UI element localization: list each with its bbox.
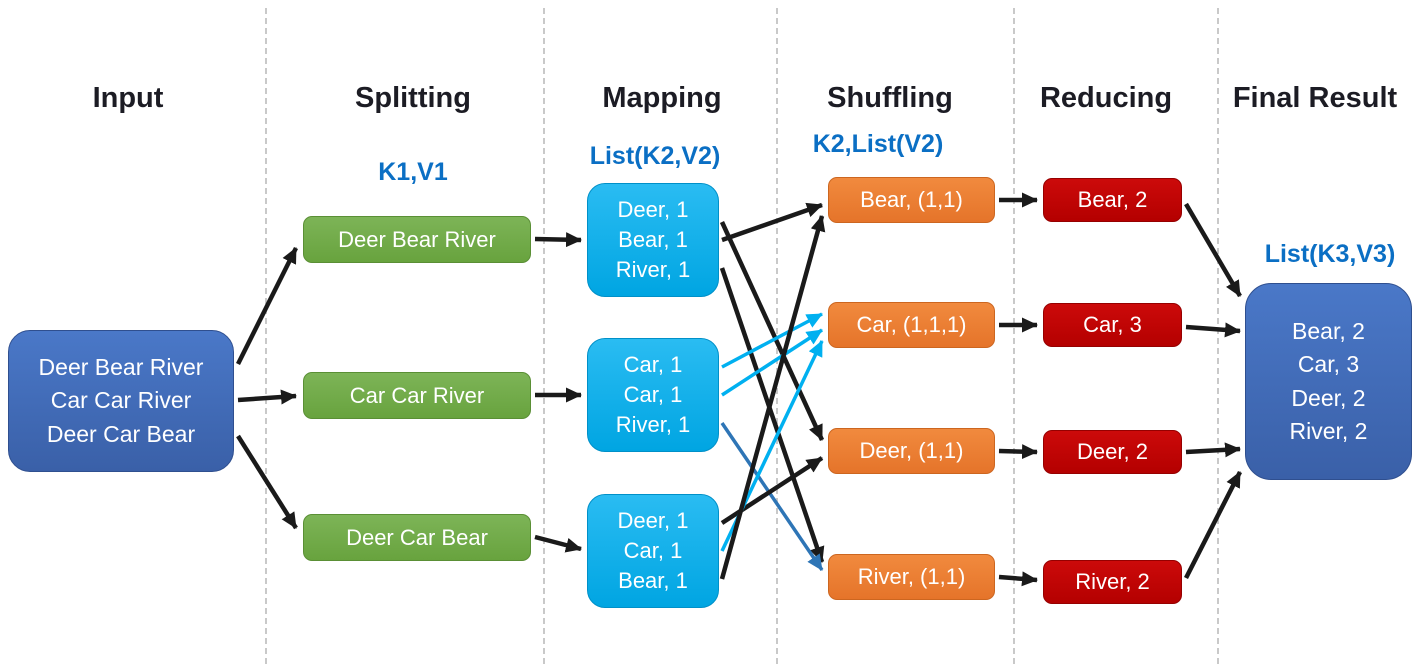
shuffle-box-bear: Bear, (1,1): [828, 177, 995, 223]
map-line: Bear, 1: [618, 227, 688, 253]
shuffle-box-deer: Deer, (1,1): [828, 428, 995, 474]
arrow-input-to-split-1: [235, 246, 299, 366]
final-line: Deer, 2: [1291, 384, 1366, 411]
split-box-1: Deer Bear River: [303, 216, 531, 263]
shuffle-box-car: Car, (1,1,1): [828, 302, 995, 348]
split-box-label: Deer Bear River: [338, 226, 496, 252]
arrow-map2-car2-to-shuffle-car: [721, 328, 823, 397]
input-box: Deer Bear River Car Car River Deer Car B…: [8, 330, 234, 472]
reduce-box-label: Bear, 2: [1077, 187, 1148, 213]
split-box-3: Deer Car Bear: [303, 514, 531, 561]
arrow-map1-deer-to-shuffle-deer: [719, 221, 825, 441]
label-k1v1: K1,V1: [378, 158, 448, 186]
input-line: Deer Bear River: [38, 353, 204, 380]
arrow-shuffle-deer-to-reduce-deer: [998, 444, 1038, 460]
arrow-map3-deer-to-shuffle-deer: [720, 456, 824, 525]
arrow-map2-river-to-shuffle-river: [720, 422, 824, 571]
column-separator: [543, 8, 545, 664]
arrow-shuffle-river-to-reduce-river: [998, 571, 1038, 587]
final-line: Bear, 2: [1292, 317, 1365, 344]
arrow-map1-bear-to-shuffle-bear: [721, 202, 823, 243]
label-list-k2v2: List(K2,V2): [589, 142, 721, 170]
shuffle-box-label: River, (1,1): [857, 564, 966, 590]
arrow-reduce-bear-to-final: [1184, 202, 1242, 298]
header-input: Input: [92, 82, 164, 114]
input-line: Car Car River: [50, 387, 192, 414]
input-line: Deer Car Bear: [46, 420, 196, 447]
reduce-box-label: Deer, 2: [1077, 439, 1148, 465]
map-line: River, 1: [615, 411, 691, 437]
arrow-reduce-car-to-final: [1185, 322, 1241, 338]
arrow-map1-river-to-shuffle-river: [719, 267, 825, 563]
reduce-box-label: Car, 3: [1083, 312, 1142, 338]
arrow-input-to-split-2: [237, 389, 297, 405]
arrow-split1-to-map1: [534, 232, 582, 248]
arrow-reduce-river-to-final: [1183, 470, 1243, 580]
arrow-reduce-deer-to-final: [1185, 442, 1241, 458]
map-line: Deer, 1: [617, 508, 689, 534]
column-separator: [1013, 8, 1015, 664]
map-box-3: Deer, 1 Car, 1 Bear, 1: [587, 494, 719, 608]
reduce-box-river: River, 2: [1043, 560, 1182, 604]
shuffle-box-label: Deer, (1,1): [859, 438, 964, 464]
map-line: Car, 1: [623, 382, 683, 408]
header-final-result: Final Result: [1232, 82, 1398, 114]
header-reducing: Reducing: [1039, 82, 1173, 114]
map-line: River, 1: [615, 256, 691, 282]
split-box-label: Car Car River: [349, 382, 485, 408]
map-line: Car, 1: [623, 352, 683, 378]
map-box-2: Car, 1 Car, 1 River, 1: [587, 338, 719, 452]
arrow-split3-to-map3: [534, 534, 582, 553]
arrow-map3-bear-to-shuffle-bear: [719, 215, 826, 580]
reduce-box-label: River, 2: [1075, 569, 1150, 595]
map-line: Deer, 1: [617, 197, 689, 223]
split-box-label: Deer Car Bear: [346, 524, 488, 550]
label-k2-list-v2: K2,List(V2): [812, 130, 944, 158]
label-list-k3v3: List(K3,V3): [1264, 240, 1396, 268]
column-separator: [265, 8, 267, 664]
arrow-input-to-split-3: [236, 434, 298, 530]
header-shuffling: Shuffling: [827, 82, 953, 114]
column-separator: [1217, 8, 1219, 664]
map-line: Car, 1: [623, 538, 683, 564]
reduce-box-bear: Bear, 2: [1043, 178, 1182, 222]
shuffle-box-label: Bear, (1,1): [860, 187, 963, 213]
map-box-1: Deer, 1 Bear, 1 River, 1: [587, 183, 719, 297]
map-line: Bear, 1: [618, 567, 688, 593]
split-box-2: Car Car River: [303, 372, 531, 419]
shuffle-box-river: River, (1,1): [828, 554, 995, 600]
shuffle-box-label: Car, (1,1,1): [856, 312, 967, 338]
header-mapping: Mapping: [602, 82, 722, 114]
header-splitting: Splitting: [355, 82, 471, 114]
final-result-box: Bear, 2 Car, 3 Deer, 2 River, 2: [1245, 283, 1412, 480]
column-separator: [776, 8, 778, 664]
reduce-box-deer: Deer, 2: [1043, 430, 1182, 474]
arrow-map3-car-to-shuffle-car: [720, 340, 824, 552]
reduce-box-car: Car, 3: [1043, 303, 1182, 347]
arrow-map2-car1-to-shuffle-car: [721, 312, 823, 369]
final-line: River, 2: [1289, 417, 1368, 444]
final-line: Car, 3: [1297, 351, 1360, 378]
